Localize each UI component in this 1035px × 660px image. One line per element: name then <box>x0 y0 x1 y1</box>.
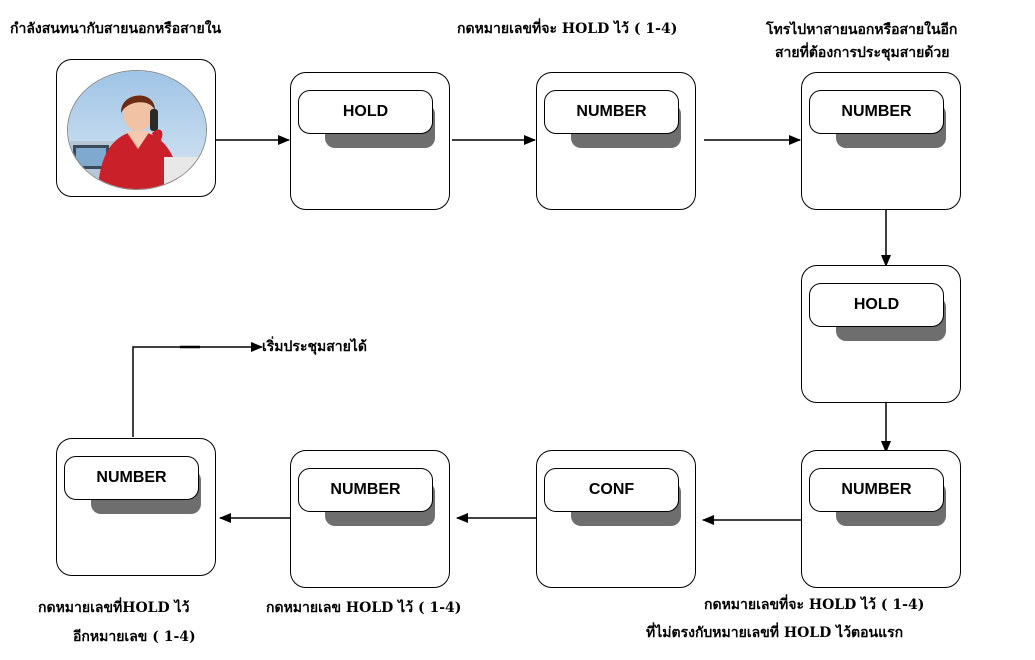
step-number-4: NUMBER <box>290 450 450 588</box>
caption-press-other-hold-2: อีกหมายเลข ( 1-4) <box>73 629 196 645</box>
caption-talking: กำลังสนทนากับสายนอกหรือสายใน <box>10 21 222 37</box>
caption-start-conference: เริ่มประชุมสายได้ <box>262 339 367 355</box>
caption-call-other-line-1: โทรไปหาสายนอกหรือสายในอีก <box>766 22 958 38</box>
step-number-3: NUMBER <box>801 450 961 588</box>
hold-key[interactable]: HOLD <box>298 90 433 134</box>
number-key[interactable]: NUMBER <box>64 456 199 500</box>
number-key[interactable]: NUMBER <box>298 468 433 512</box>
caption-press-hold-2-line-2: ที่ไม่ตรงกับหมายเลขที่ HOLD ไว้ตอนแรก <box>646 625 904 641</box>
step-hold-1: HOLD <box>290 72 450 210</box>
number-key[interactable]: NUMBER <box>809 468 944 512</box>
caption-press-hold-number: กดหมายเลขที่จะ HOLD ไว้ ( 1-4) <box>457 21 678 37</box>
woman-on-phone-image <box>67 70 207 190</box>
step-number-2: NUMBER <box>801 72 961 210</box>
arrow-to-conference-start <box>132 342 263 437</box>
step-number-1: NUMBER <box>536 72 696 210</box>
step-number-5: NUMBER <box>56 438 216 576</box>
caption-call-other-line-2: สายที่ต้องการประชุมสายด้วย <box>775 45 950 61</box>
number-key[interactable]: NUMBER <box>544 90 679 134</box>
caption-press-hold: กดหมายเลข HOLD ไว้ ( 1-4) <box>266 600 462 616</box>
caption-press-hold-2-line-1: กดหมายเลขที่จะ HOLD ไว้ ( 1-4) <box>704 597 925 613</box>
number-key[interactable]: NUMBER <box>809 90 944 134</box>
hold-key[interactable]: HOLD <box>809 283 944 327</box>
step-hold-2: HOLD <box>801 265 961 403</box>
step-talking-photo <box>56 59 216 197</box>
conf-key[interactable]: CONF <box>544 468 679 512</box>
step-conf: CONF <box>536 450 696 588</box>
caption-press-other-hold-1: กดหมายเลขที่HOLD ไว้ <box>38 600 190 616</box>
